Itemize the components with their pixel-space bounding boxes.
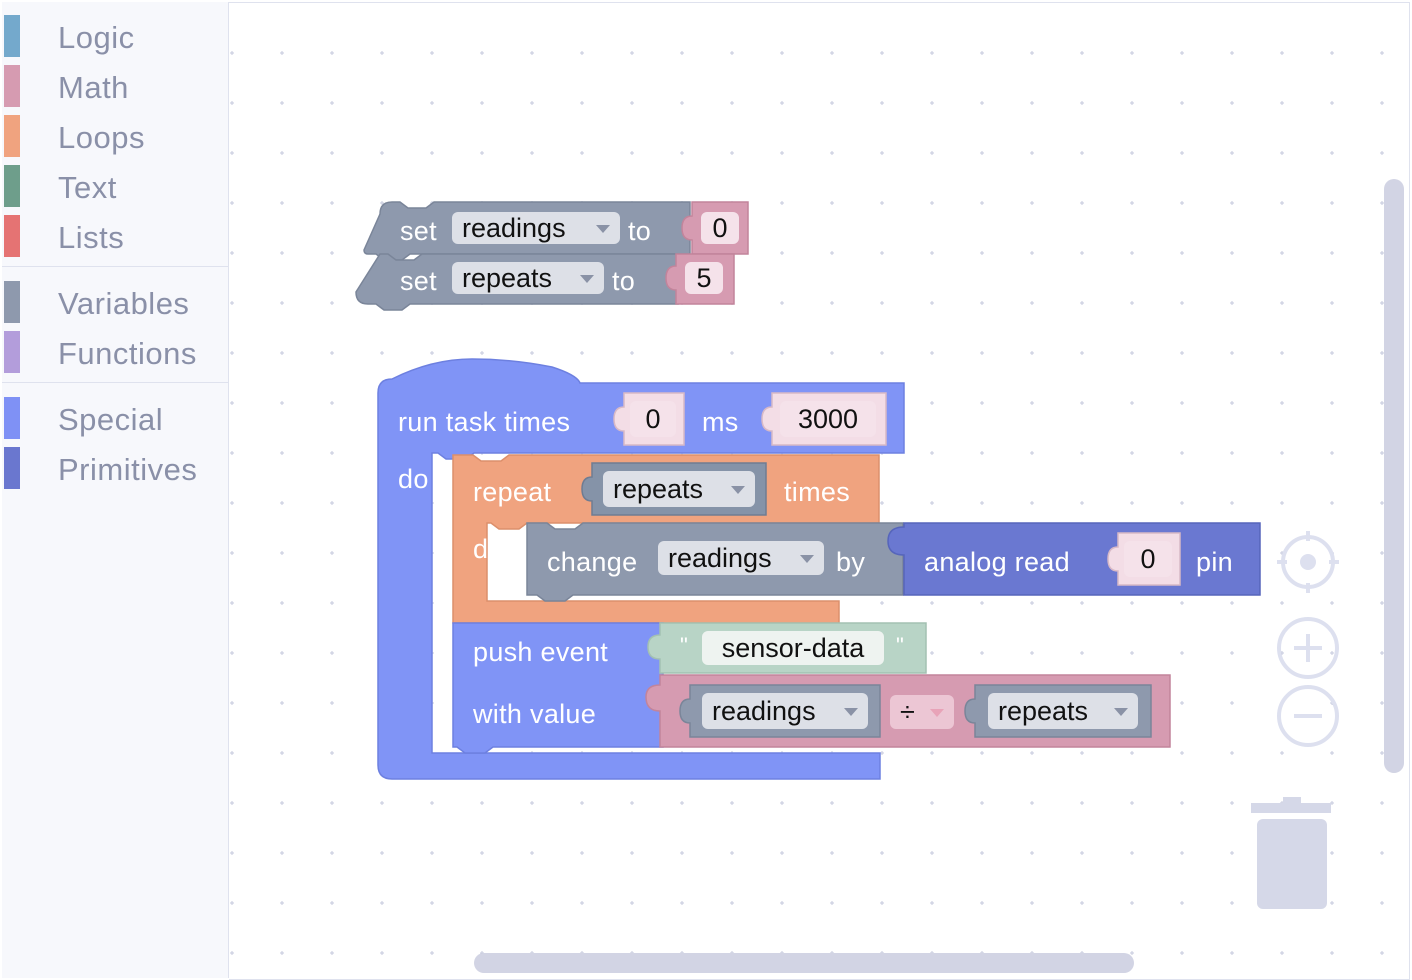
zoom-in-icon[interactable] [1275,615,1341,681]
by-label: by [836,547,866,577]
category-color-bar [4,15,20,57]
set-keyword: set [400,266,437,296]
category-color-bar [4,447,20,489]
category-label: Primitives [58,452,198,487]
vertical-scrollbar[interactable] [1384,179,1404,773]
variable-name: readings [668,542,772,573]
category-color-bar [4,215,20,257]
toolbox-separator [2,382,228,383]
number-field[interactable]: 0 [701,212,739,244]
category-loops[interactable]: Loops [2,110,228,158]
variable-dropdown-readings[interactable]: readings [702,693,868,729]
chevron-down-icon [844,708,858,716]
variable-dropdown-readings[interactable]: readings [658,541,824,575]
change-label: change [547,547,638,577]
do-label: do [398,464,429,494]
ms-label: ms [702,407,739,437]
repeat-label: repeat [473,477,552,507]
chevron-down-icon [731,486,745,494]
variable-dropdown-repeats[interactable]: repeats [603,471,755,507]
category-label: Logic [58,20,135,55]
to-keyword: to [628,216,652,246]
chevron-down-icon [596,225,610,233]
category-color-bar [4,165,20,207]
pin-label: pin [1196,547,1233,577]
variable-dropdown-repeats[interactable]: repeats [988,693,1138,729]
category-functions[interactable]: Functions [2,326,228,374]
operator-dropdown[interactable]: ÷ [890,695,954,729]
horizontal-scrollbar[interactable] [474,953,1134,973]
chevron-down-icon [800,555,814,563]
run-task-label: run task times [398,407,571,437]
variable-dropdown-repeats[interactable]: repeats [452,262,604,294]
chevron-down-icon [930,709,944,717]
number-field[interactable]: 5 [685,262,723,294]
times-label: times [784,477,851,507]
event-name-field[interactable]: sensor-data [702,631,884,665]
category-label: Math [58,70,129,105]
workspace[interactable]: set readings to 0 set repeats to 5 run t… [229,2,1410,980]
category-color-bar [4,115,20,157]
chevron-down-icon [580,275,594,283]
repeat-block[interactable] [452,454,880,624]
category-variables[interactable]: Variables [2,276,228,324]
category-color-bar [4,65,20,107]
variable-name: readings [712,695,816,726]
interval-field[interactable]: 3000 [780,401,876,437]
toolbox: Logic Math Loops Text Lists Variables Fu… [2,2,229,978]
category-special[interactable]: Special [2,392,228,440]
category-color-bar [4,281,20,323]
to-keyword: to [612,266,636,296]
variable-name: readings [462,212,566,243]
category-label: Loops [58,120,145,155]
analog-read-label: analog read [924,547,1070,577]
trash-icon[interactable] [1247,795,1337,913]
category-lists[interactable]: Lists [2,210,228,258]
variable-name: repeats [998,695,1089,726]
category-primitives[interactable]: Primitives [2,442,228,490]
chevron-down-icon [1114,708,1128,716]
category-color-bar [4,397,20,439]
with-value-label: with value [473,699,597,729]
do-label: do [473,534,504,564]
set-keyword: set [400,216,437,246]
toolbox-separator [2,266,228,267]
variable-dropdown-readings[interactable]: readings [452,212,620,244]
category-label: Text [58,170,117,205]
quote-open: " [680,633,689,658]
category-logic[interactable]: Logic [2,10,228,58]
category-text[interactable]: Text [2,160,228,208]
zoom-out-icon[interactable] [1275,683,1341,749]
category-label: Variables [58,286,190,321]
pin-field[interactable]: 0 [1124,541,1172,577]
category-color-bar [4,331,20,373]
category-label: Special [58,402,164,437]
push-event-label: push event [473,637,609,667]
variable-name: repeats [462,262,553,293]
category-math[interactable]: Math [2,60,228,108]
times-field[interactable]: 0 [630,401,676,437]
variable-name: repeats [613,473,704,504]
category-label: Functions [58,336,197,371]
category-label: Lists [58,220,125,255]
operator-symbol: ÷ [900,696,915,727]
quote-close: " [896,633,905,658]
target-icon[interactable] [1275,529,1341,595]
